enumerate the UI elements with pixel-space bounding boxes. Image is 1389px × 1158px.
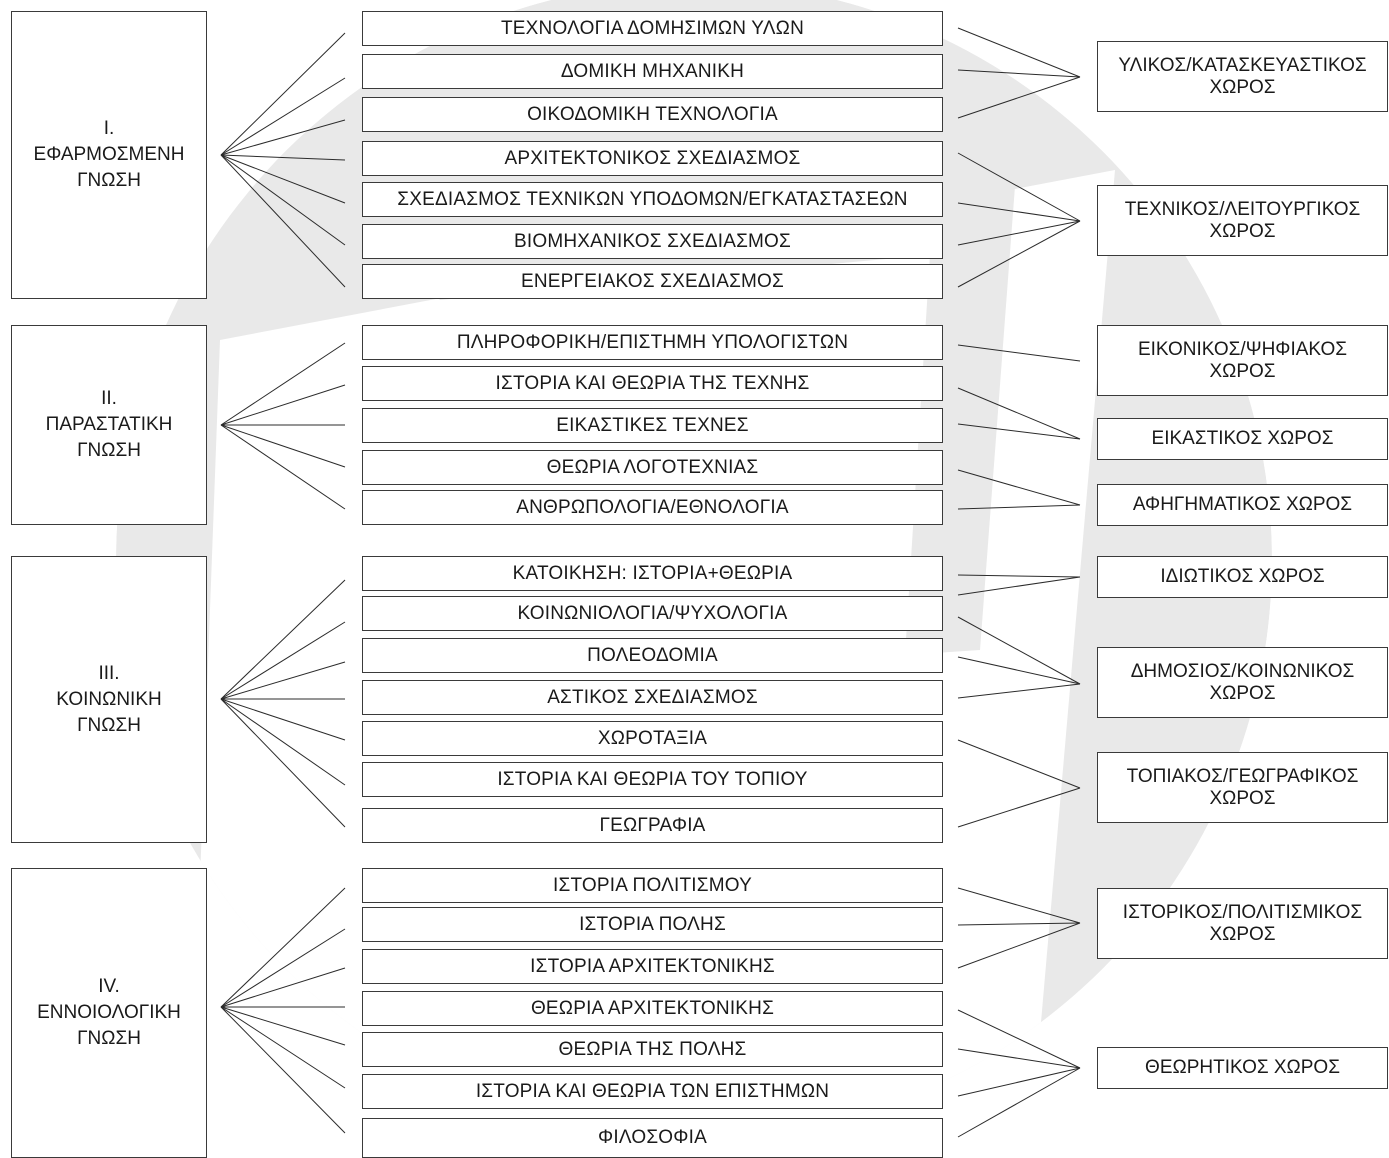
connector-line <box>220 154 346 288</box>
connector-line <box>957 152 1081 222</box>
connector-line <box>220 1006 346 1089</box>
connector-line <box>957 922 1081 926</box>
topic-box: ΘΕΩΡΙΑ ΤΗΣ ΠΟΛΗΣ <box>362 1032 943 1067</box>
connector-line <box>957 423 1081 440</box>
topic-box: ΘΕΩΡΙΑ ΛΟΓΟΤΕΧΝΙΑΣ <box>362 450 943 485</box>
category-representational-knowledge: II. ΠΑΡΑΣΤΑΤΙΚΗ ΓΝΩΣΗ <box>11 325 207 525</box>
connector-line <box>957 887 1081 924</box>
connector-line <box>220 579 346 700</box>
connector-line <box>220 424 346 468</box>
topic-box: ΚΑΤΟΙΚΗΣΗ: ΙΣΤΟΡΙΑ+ΘΕΩΡΙΑ <box>362 556 943 591</box>
connector-line <box>957 1009 1081 1069</box>
topic-box: ΑΝΘΡΩΠΟΛΟΓΙΑ/ΕΘΝΟΛΟΓΙΑ <box>362 490 943 525</box>
topic-box: ΚΟΙΝΩΝΙΟΛΟΓΙΑ/ΨΥΧΟΛΟΓΙΑ <box>362 596 943 631</box>
topic-box: ΕΙΚΑΣΤΙΚΕΣ ΤΕΧΝΕΣ <box>362 408 943 443</box>
topic-box: ΕΝΕΡΓΕΙΑΚΟΣ ΣΧΕΔΙΑΣΜΟΣ <box>362 264 943 299</box>
topic-box: ΔΟΜΙΚΗ ΜΗΧΑΝΙΚΗ <box>362 54 943 89</box>
connector-line <box>957 504 1081 510</box>
connector-line <box>220 1006 346 1134</box>
topic-box: ΠΟΛΕΟΔΟΜΙΑ <box>362 638 943 673</box>
connector-line <box>957 1067 1081 1138</box>
connector-line <box>220 384 346 426</box>
connector-line <box>220 77 346 156</box>
connector-line <box>220 698 346 828</box>
connector-line <box>957 387 1081 440</box>
connector-line <box>957 922 1081 969</box>
connector-line <box>220 32 346 156</box>
connector-line <box>957 787 1081 828</box>
topic-box: ΓΕΩΓΡΑΦΙΑ <box>362 808 943 843</box>
connector-line <box>220 154 346 246</box>
connector-line <box>957 1048 1081 1069</box>
space-visual-arts: ΕΙΚΑΣΤΙΚΟΣ ΧΩΡΟΣ <box>1097 418 1388 460</box>
topic-box: ΦΙΛΟΣΟΦΙΑ <box>362 1118 943 1158</box>
connector-line <box>220 928 346 1008</box>
topic-box: ΙΣΤΟΡΙΑ ΠΟΛΗΣ <box>362 907 943 942</box>
connector-line <box>957 574 1081 578</box>
category-social-knowledge: III. ΚΟΙΝΩΝΙΚΗ ΓΝΩΣΗ <box>11 556 207 843</box>
connector-line <box>957 469 1081 506</box>
connector-line <box>220 154 346 204</box>
connector-line <box>957 1067 1081 1097</box>
connector-line <box>957 656 1081 685</box>
topic-box: ΠΛΗΡΟΦΟΡΙΚΗ/ΕΠΙΣΤΗΜΗ ΥΠΟΛΟΓΙΣΤΩΝ <box>362 325 943 360</box>
topic-box: ΙΣΤΟΡΙΑ ΚΑΙ ΘΕΩΡΙΑ ΤΩΝ ΕΠΙΣΤΗΜΩΝ <box>362 1074 943 1109</box>
connector-line <box>957 576 1081 596</box>
connector-line <box>220 887 346 1008</box>
connector-line <box>220 661 346 700</box>
topic-box: ΧΩΡΟΤΑΞΙΑ <box>362 721 943 756</box>
connector-line <box>220 1006 346 1046</box>
connector-line <box>957 344 1081 362</box>
connector-line <box>220 698 346 786</box>
connector-line <box>220 424 346 510</box>
connector-line <box>220 342 346 426</box>
space-theoretical: ΘΕΩΡΗΤΙΚΟΣ ΧΩΡΟΣ <box>1097 1047 1388 1089</box>
connector-line <box>957 683 1081 699</box>
topic-box: ΙΣΤΟΡΙΑ ΑΡΧΙΤΕΚΤΟΝΙΚΗΣ <box>362 949 943 984</box>
topic-box: ΟΙΚΟΔΟΜΙΚΗ ΤΕΧΝΟΛΟΓΙΑ <box>362 97 943 132</box>
topic-box: ΤΕΧΝΟΛΟΓΙΑ ΔΟΜΗΣΙΜΩΝ ΥΛΩΝ <box>362 11 943 46</box>
connector-line <box>957 220 1081 246</box>
topic-box: ΙΣΤΟΡΙΑ ΚΑΙ ΘΕΩΡΙΑ ΤΟΥ ΤΟΠΙΟΥ <box>362 762 943 797</box>
connector-line <box>957 739 1081 789</box>
connector-line <box>957 220 1081 288</box>
connector-line <box>957 616 1081 685</box>
space-private: ΙΔΙΩΤΙΚΟΣ ΧΩΡΟΣ <box>1097 556 1388 598</box>
connector-line <box>220 119 346 156</box>
category-applied-knowledge: I. ΕΦΑΡΜΟΣΜΕΝΗ ΓΝΩΣΗ <box>11 11 207 299</box>
connector-line <box>220 967 346 1008</box>
topic-box: ΘΕΩΡΙΑ ΑΡΧΙΤΕΚΤΟΝΙΚΗΣ <box>362 991 943 1026</box>
category-conceptual-knowledge: IV. ΕΝΝΟΙΟΛΟΓΙΚΗ ΓΝΩΣΗ <box>11 868 207 1158</box>
topic-box: ΒΙΟΜΗΧΑΝΙΚΟΣ ΣΧΕΔΙΑΣΜΟΣ <box>362 224 943 259</box>
topic-box: ΣΧΕΔΙΑΣΜΟΣ ΤΕΧΝΙΚΩΝ ΥΠΟΔΟΜΩΝ/ΕΓΚΑΤΑΣΤΑΣΕ… <box>362 182 943 217</box>
connector-line <box>957 76 1081 119</box>
space-narrative: ΑΦΗΓΗΜΑΤΙΚΟΣ ΧΩΡΟΣ <box>1097 484 1388 526</box>
topic-box: ΑΣΤΙΚΟΣ ΣΧΕΔΙΑΣΜΟΣ <box>362 680 943 715</box>
connector-line <box>957 27 1081 78</box>
connector-line <box>957 202 1081 222</box>
topic-box: ΙΣΤΟΡΙΑ ΠΟΛΙΤΙΣΜΟΥ <box>362 868 943 903</box>
connector-line <box>220 621 346 700</box>
connector-line <box>220 154 346 161</box>
topic-box: ΑΡΧΙΤΕΚΤΟΝΙΚΟΣ ΣΧΕΔΙΑΣΜΟΣ <box>362 141 943 176</box>
connector-line <box>220 698 346 741</box>
topic-box: ΙΣΤΟΡΙΑ ΚΑΙ ΘΕΩΡΙΑ ΤΗΣ ΤΕΧΝΗΣ <box>362 366 943 401</box>
connector-line <box>957 69 1081 78</box>
